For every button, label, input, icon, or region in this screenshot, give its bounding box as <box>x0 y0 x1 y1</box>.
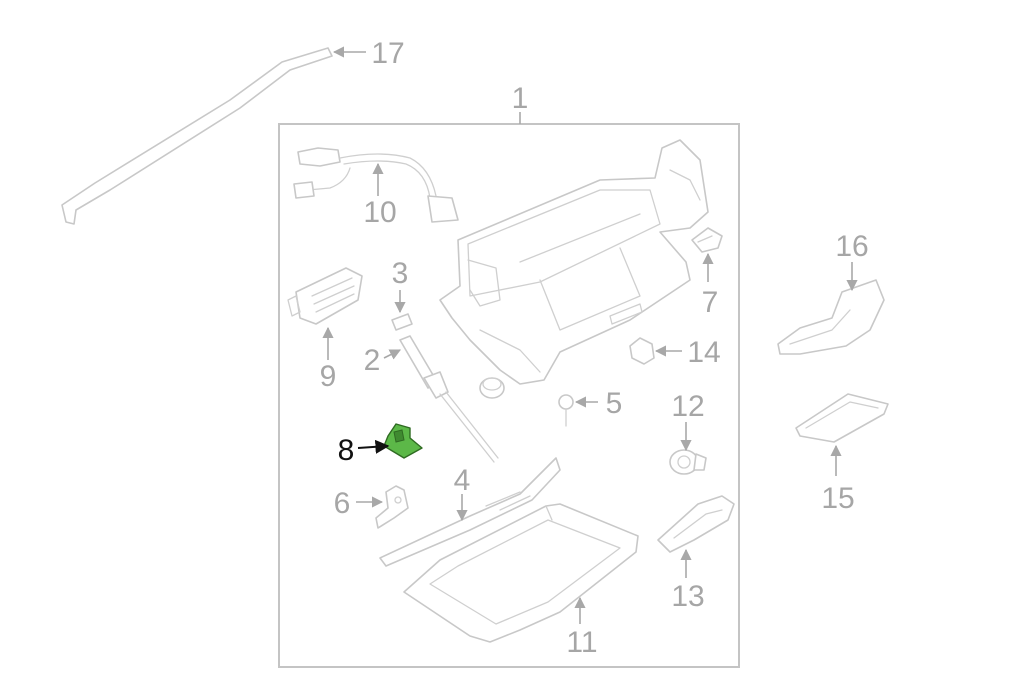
part-5-screw <box>558 394 574 427</box>
callout-4: 4 <box>454 464 471 497</box>
part-17-trim-strip <box>61 47 333 225</box>
part-3-clip <box>391 313 413 331</box>
callout-2: 2 <box>364 344 381 377</box>
leader-lines <box>322 46 858 624</box>
callout-11: 11 <box>566 626 597 659</box>
callout-17: 17 <box>371 37 404 70</box>
part-16-cover <box>777 279 885 355</box>
callout-12: 12 <box>671 390 704 423</box>
part-13-handle <box>657 495 735 553</box>
callout-labels: 1 2 3 4 5 6 7 8 9 10 11 12 13 14 15 16 1… <box>320 37 869 659</box>
part-12-lock <box>669 449 707 475</box>
callout-13: 13 <box>671 580 704 613</box>
part-8-bracket <box>383 423 423 459</box>
callout-6: 6 <box>334 487 351 520</box>
round-bumper <box>479 377 505 399</box>
part-15-pad <box>795 393 889 443</box>
part-2-damper-rod <box>399 335 499 463</box>
assembly-frame <box>278 123 740 668</box>
callout-1: 1 <box>512 82 529 115</box>
part-4-latch-rail <box>379 457 561 567</box>
callout-15: 15 <box>821 482 854 515</box>
part-7-clip <box>691 227 723 253</box>
callout-10: 10 <box>363 196 396 229</box>
part-11-glove-box-door <box>403 503 639 643</box>
part-1-glove-box-housing <box>439 139 709 385</box>
callout-9: 9 <box>320 360 337 393</box>
callout-16: 16 <box>835 230 868 263</box>
part-9-vent <box>287 267 363 325</box>
callout-5: 5 <box>606 387 623 420</box>
part-6-bracket <box>375 485 409 529</box>
callout-8: 8 <box>338 434 355 467</box>
callout-7: 7 <box>702 286 719 319</box>
callout-14: 14 <box>687 336 720 369</box>
part-14-bumper <box>629 337 655 365</box>
part-10-wiring-harness <box>293 147 459 223</box>
callout-3: 3 <box>392 257 409 290</box>
